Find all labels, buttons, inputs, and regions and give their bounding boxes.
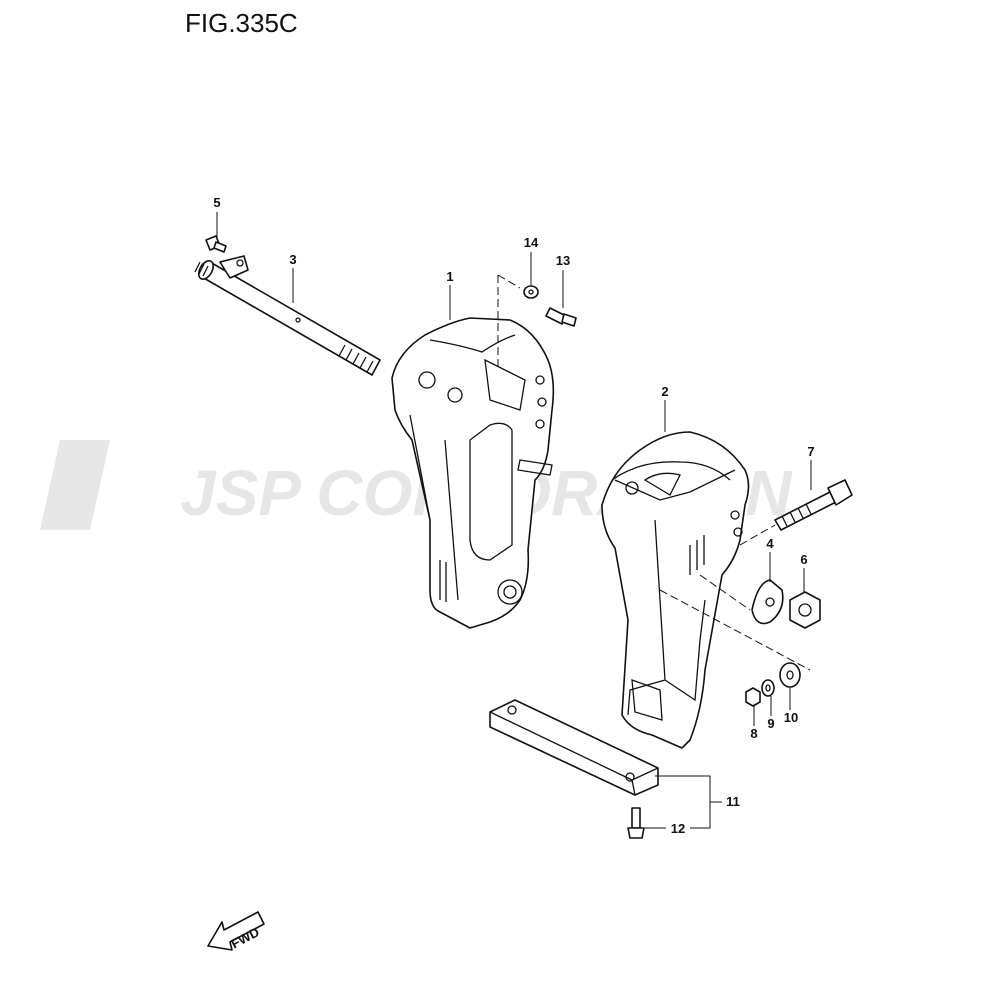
callouts: 5 3 1 14 13 2 7 4 6 8 9 10 11 12 — [213, 195, 814, 836]
callout-2: 2 — [661, 384, 668, 399]
part-5-bolt[interactable] — [205, 235, 227, 253]
callout-1: 1 — [446, 269, 453, 284]
part-2-clamp-bracket[interactable] — [601, 431, 750, 749]
part-1-clamp-bracket[interactable] — [391, 317, 555, 629]
callout-5: 5 — [213, 195, 220, 210]
callout-7: 7 — [807, 444, 814, 459]
callout-13: 13 — [556, 253, 570, 268]
callout-6: 6 — [800, 552, 807, 567]
part-9-washer[interactable] — [761, 679, 775, 697]
leader-lines — [216, 212, 812, 829]
callout-8: 8 — [750, 726, 757, 741]
part-11-plate[interactable] — [489, 699, 659, 796]
part-8-nut[interactable] — [745, 687, 761, 707]
part-6-nut[interactable] — [789, 591, 821, 629]
callout-10: 10 — [784, 710, 798, 725]
fwd-arrow: FWD — [207, 911, 265, 951]
figure-title: FIG.335C — [185, 8, 298, 38]
callout-9: 9 — [767, 716, 774, 731]
part-14-washer[interactable] — [523, 285, 539, 299]
part-7-bolt[interactable] — [774, 479, 853, 531]
callout-3: 3 — [289, 252, 296, 267]
part-4-plate[interactable] — [751, 579, 784, 625]
assembly-lines — [497, 274, 811, 671]
part-10-washer[interactable] — [779, 662, 801, 688]
fwd-arrow-icon — [207, 911, 265, 951]
part-12-bolt[interactable] — [627, 807, 645, 839]
callout-12: 12 — [671, 821, 685, 836]
callout-4: 4 — [766, 536, 774, 551]
part-3-shaft[interactable] — [194, 255, 381, 376]
callout-14: 14 — [524, 235, 539, 250]
callout-11: 11 — [726, 794, 740, 809]
part-13-bolt[interactable] — [545, 307, 577, 327]
